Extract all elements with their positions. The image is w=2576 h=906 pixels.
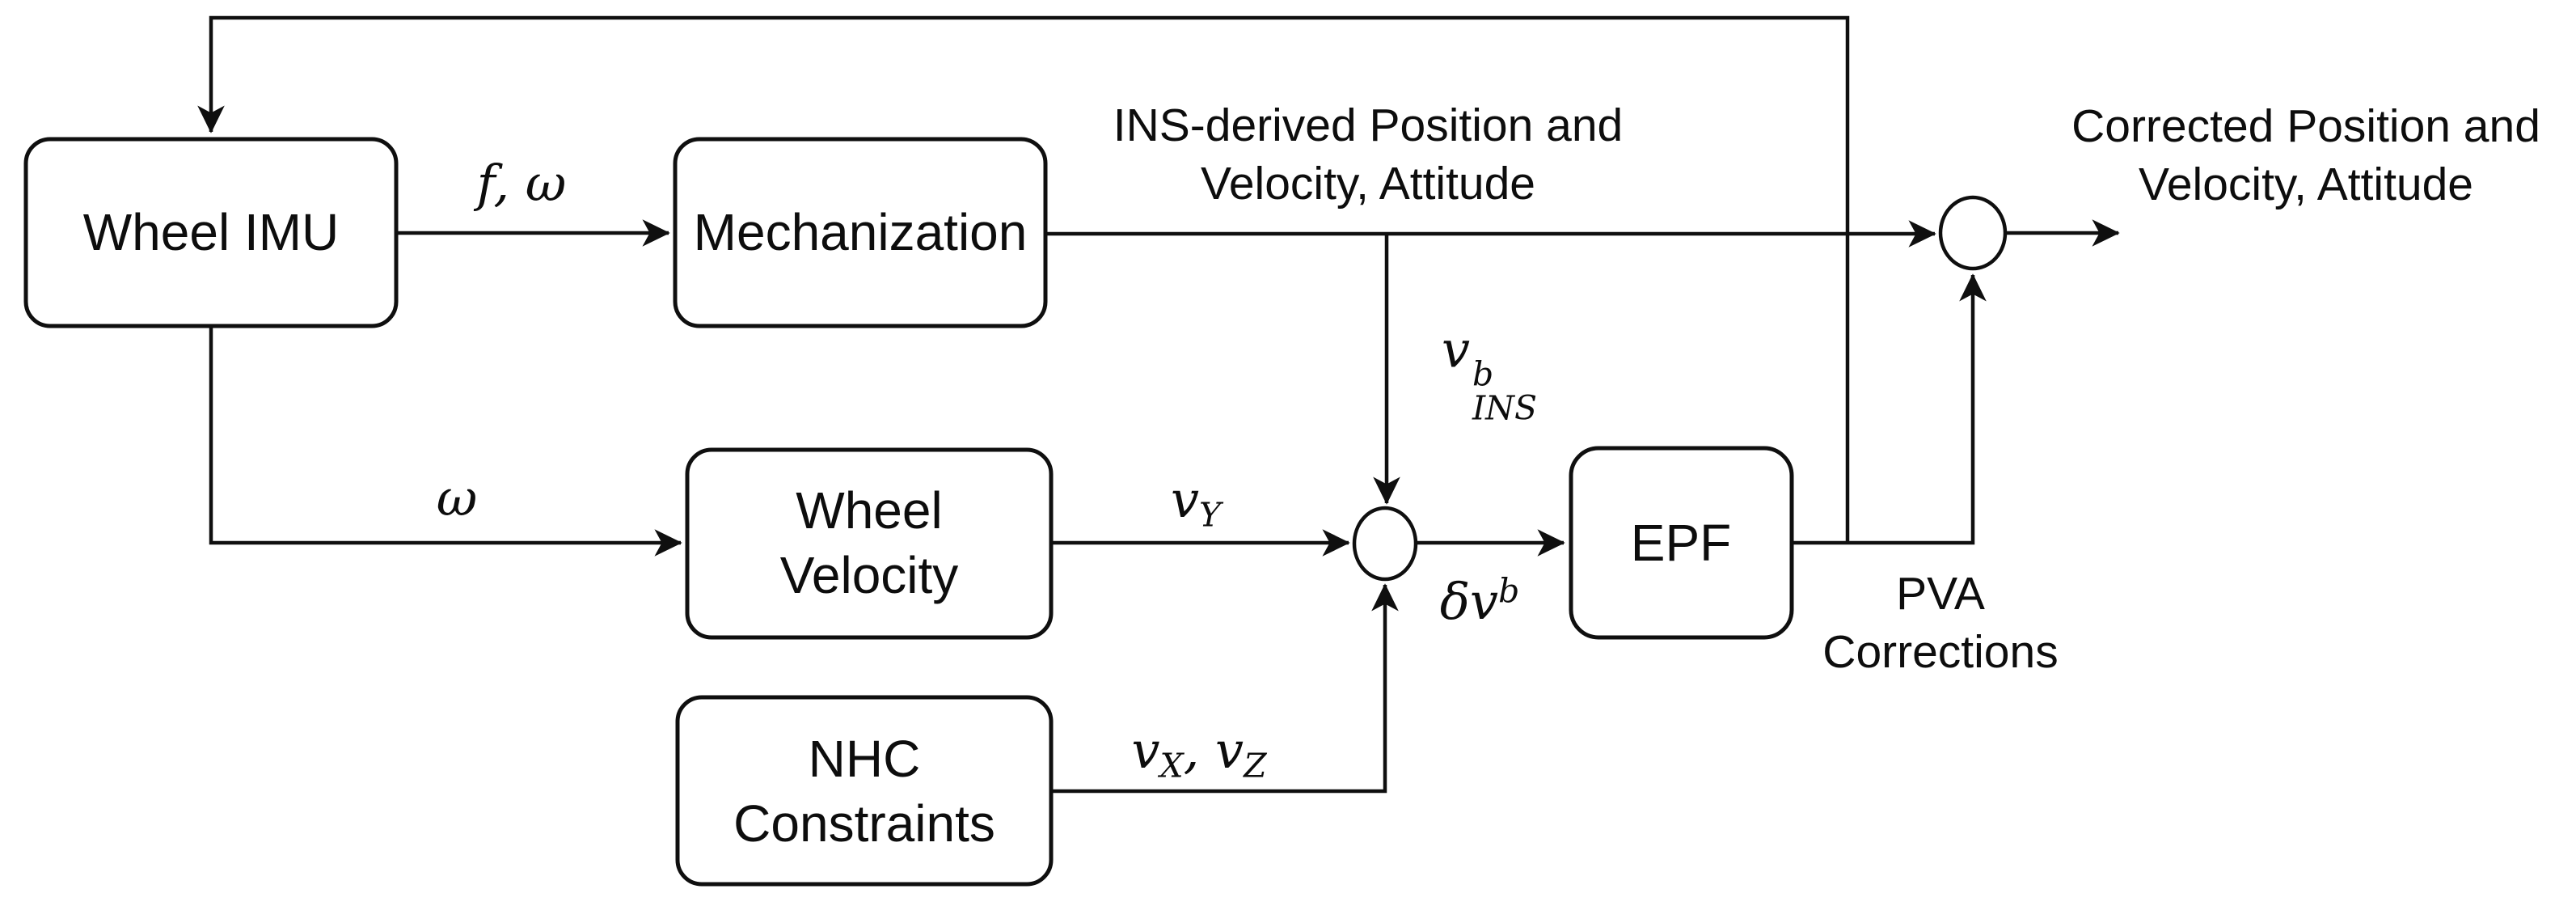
pva-corrections-annotation: PVA Corrections bbox=[1822, 565, 2058, 681]
wheel-velocity-box bbox=[685, 447, 1054, 640]
corrected-line2: Velocity, Attitude bbox=[2138, 159, 2474, 210]
vx-vz-signal-label: vX, vZ bbox=[1131, 726, 1266, 782]
wheel-imu-label: Wheel IMU bbox=[82, 203, 340, 261]
vins-sub: INS bbox=[1472, 388, 1538, 428]
vz-sub: Z bbox=[1244, 746, 1267, 785]
ins-derived-line1: INS-derived Position and bbox=[1113, 99, 1624, 151]
nhc-label-line2: Constraints bbox=[733, 794, 995, 853]
vy-sub: Y bbox=[1199, 495, 1222, 535]
delta-v-sup: b bbox=[1498, 571, 1520, 611]
vins-base: v bbox=[1441, 320, 1471, 379]
corrected-output-annotation: Corrected Position and Velocity, Attitud… bbox=[2071, 97, 2540, 214]
wheel-imu-box bbox=[23, 137, 399, 328]
epf-box bbox=[1569, 446, 1794, 640]
wheel-velocity-label-line2: Velocity bbox=[779, 546, 959, 604]
pva-line1: PVA bbox=[1896, 568, 1985, 620]
feedback-loop-line bbox=[197, 15, 1850, 543]
mechanization-label: Mechanization bbox=[693, 203, 1028, 261]
delta-v-base: δv bbox=[1439, 572, 1499, 631]
epf-output-line bbox=[1792, 273, 1987, 545]
nhc-output-arrow bbox=[1051, 583, 1399, 794]
vy-signal-label: vY bbox=[1171, 475, 1221, 531]
mechanization-box bbox=[673, 137, 1048, 328]
vz-base: v bbox=[1215, 721, 1244, 780]
delta-v-signal-label: δvb bbox=[1440, 574, 1520, 627]
f-omega-signal-label: f, ω bbox=[476, 154, 567, 213]
ins-derived-annotation: INS-derived Position and Velocity, Attit… bbox=[1113, 96, 1624, 213]
wheel-velocity-label-line1: Wheel bbox=[796, 481, 943, 540]
wheel-velocity-label: Wheel Velocity bbox=[780, 478, 959, 608]
vy-base: v bbox=[1170, 470, 1200, 529]
velocity-sum-junction bbox=[1352, 506, 1418, 582]
nhc-label-line1: NHC bbox=[808, 730, 921, 788]
epf-label: EPF bbox=[1630, 514, 1732, 572]
nhc-constraints-box bbox=[675, 695, 1054, 887]
correction-sum-junction bbox=[1938, 195, 2008, 271]
imu-to-wheel-velocity-arrow bbox=[209, 326, 682, 557]
vx-base: v bbox=[1131, 721, 1160, 780]
vx-sub: X bbox=[1159, 746, 1184, 785]
corrected-line1: Corrected Position and bbox=[2071, 100, 2540, 152]
vxvz-separator: , bbox=[1183, 721, 1216, 780]
ins-derived-line2: Velocity, Attitude bbox=[1200, 158, 1536, 210]
vins-sup: b bbox=[1472, 354, 1494, 393]
pva-line2: Corrections bbox=[1822, 626, 2059, 678]
omega-signal-label: ω bbox=[436, 468, 478, 527]
nhc-constraints-label: NHC Constraints bbox=[733, 726, 995, 856]
